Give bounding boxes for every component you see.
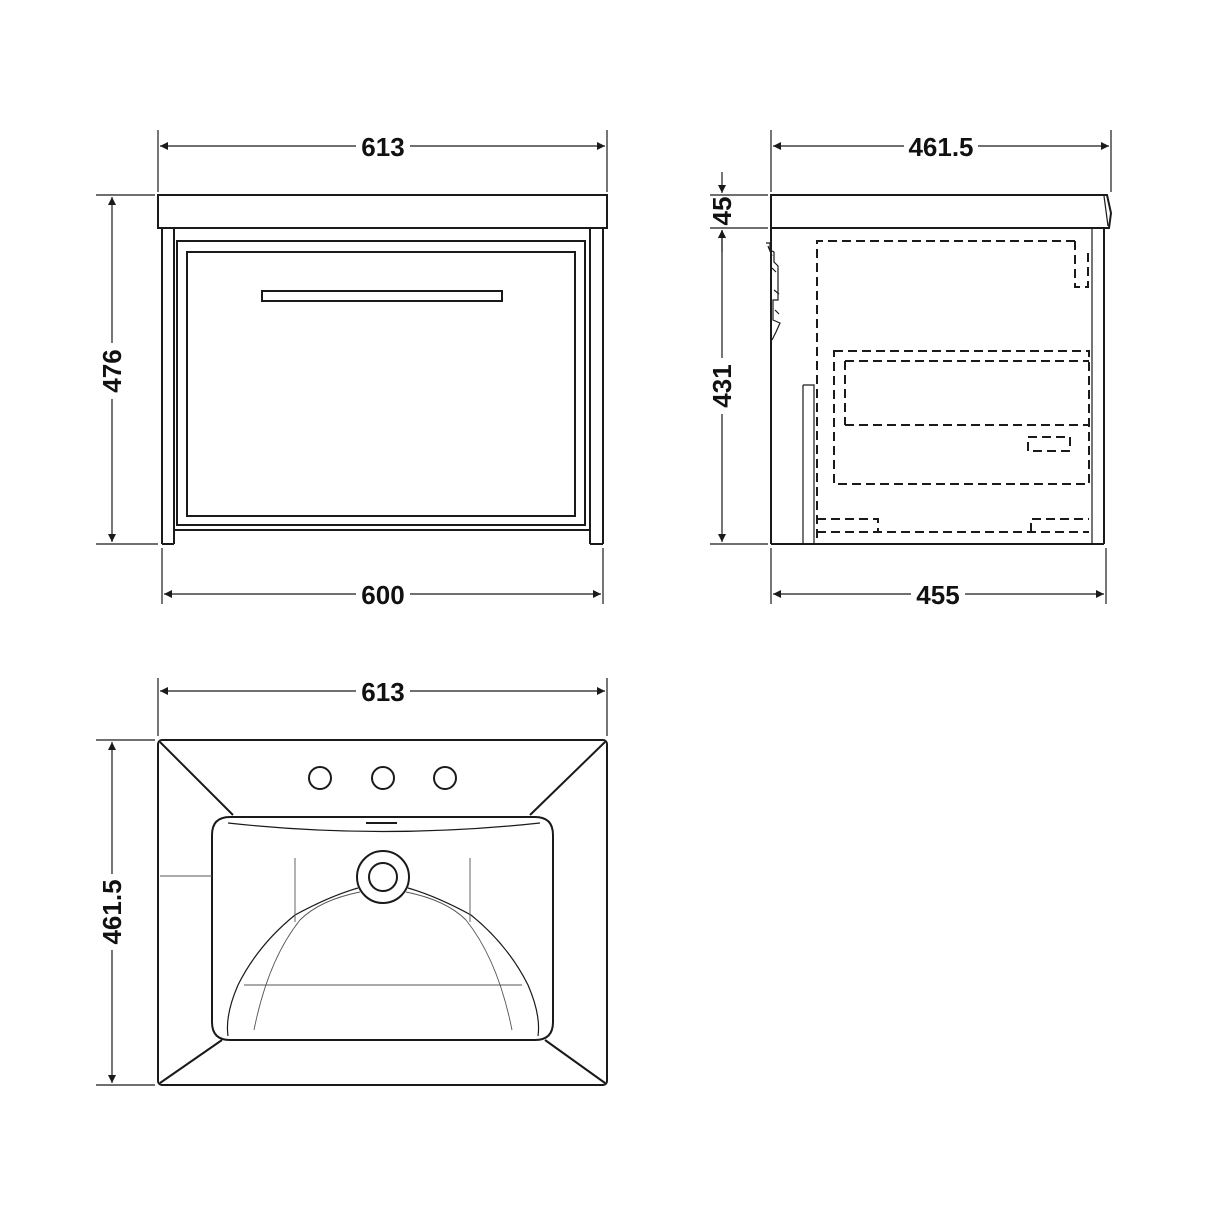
plan-view: 613 461.5 — [96, 677, 608, 1086]
front-view: 613 476 600 — [96, 130, 608, 610]
tap-hole-right — [433, 766, 457, 790]
dim-label-side-top-depth: 461.5 — [908, 132, 973, 162]
plan-bowl — [211, 816, 554, 1041]
front-cabinet-frame — [161, 228, 604, 545]
dim-front-height: 476 — [96, 194, 158, 545]
plan-chamfer-lines — [159, 741, 606, 1084]
dim-front-base-width: 600 — [161, 548, 604, 610]
dim-label-front-height: 476 — [97, 349, 127, 392]
dim-front-top-width: 613 — [157, 130, 608, 192]
dim-label-plan-depth: 461.5 — [97, 879, 127, 944]
side-wall-bracket — [766, 242, 781, 341]
dim-label-side-base-depth: 455 — [916, 580, 959, 610]
side-hidden-drawer — [816, 240, 1090, 544]
plan-basin-outline — [157, 739, 608, 1086]
dim-label-side-cabinet-height: 431 — [707, 364, 737, 407]
drawer-handle — [261, 290, 503, 302]
dim-side-base-depth: 455 — [770, 548, 1107, 610]
plan-bowl-contour — [160, 858, 540, 1037]
side-view: 461.5 45 431 455 — [707, 130, 1113, 610]
dim-label-front-base-width: 600 — [361, 580, 404, 610]
side-cabinet-panel — [770, 228, 1105, 545]
dim-plan-width: 613 — [157, 677, 608, 736]
tap-hole-left — [308, 766, 332, 790]
dim-side-top-depth: 461.5 — [770, 130, 1112, 192]
front-basin-top — [157, 194, 608, 229]
dim-side-cabinet-height: 431 — [707, 230, 768, 545]
dim-side-basin-thickness: 45 — [707, 172, 768, 252]
side-basin-top — [770, 194, 1113, 229]
dim-plan-depth: 461.5 — [96, 739, 155, 1086]
plan-bowl-rim — [227, 822, 541, 833]
tap-hole-center — [371, 766, 395, 790]
plan-tap-holes — [308, 766, 457, 790]
dim-label-plan-width: 613 — [361, 677, 404, 707]
side-front-lip — [802, 384, 815, 544]
plan-waste-outlet — [356, 850, 410, 904]
dim-label-front-top-width: 613 — [361, 132, 404, 162]
front-drawer — [176, 240, 586, 526]
dim-label-side-basin-thickness: 45 — [707, 197, 737, 226]
